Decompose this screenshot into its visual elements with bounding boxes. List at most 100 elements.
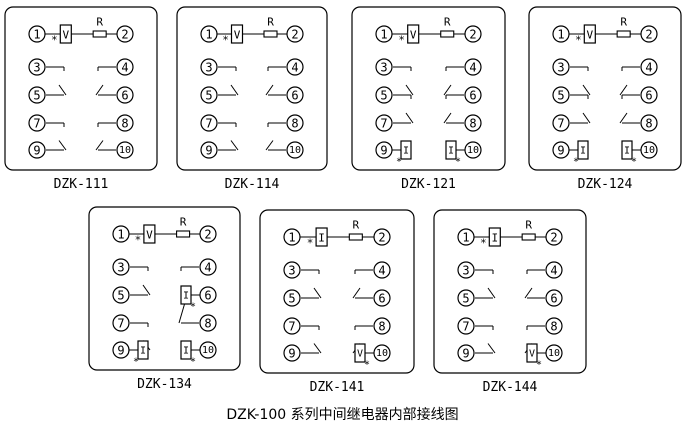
terminal-number: 10: [643, 145, 655, 156]
terminal-5: [457, 289, 475, 307]
polarity-mark: *: [51, 34, 58, 47]
terminal-number: 10: [202, 345, 214, 356]
contact-blade: [142, 284, 151, 296]
terminal-number: 10: [119, 145, 131, 156]
terminal-2: [199, 225, 217, 243]
model-label: DZK-124: [577, 177, 633, 192]
terminal-5: [28, 86, 46, 104]
terminal-number: 9: [33, 144, 40, 158]
terminal-number: 5: [117, 289, 124, 303]
terminal-number: 4: [469, 61, 476, 75]
resistor: [440, 30, 455, 38]
terminal-2: [116, 25, 134, 43]
contact-blade: [443, 84, 452, 96]
terminal-9: [375, 141, 393, 159]
diagram-frame: [433, 209, 587, 374]
terminal-number: 8: [645, 117, 652, 131]
terminal-number: 3: [33, 61, 40, 75]
terminal-8: [640, 114, 658, 132]
contact-blade: [230, 140, 239, 151]
diagram-dzk-141: [259, 209, 415, 374]
terminal-number: 10: [289, 145, 301, 156]
terminal-number: 9: [462, 347, 469, 361]
contact-blade: [487, 343, 496, 354]
resistor: [263, 30, 278, 38]
terminal-number: 9: [205, 144, 212, 158]
terminal-7: [283, 317, 301, 335]
contact-blade: [619, 112, 628, 124]
terminal-number: 9: [117, 344, 124, 358]
model-label: DZK-141: [309, 380, 365, 395]
terminal-7: [112, 314, 130, 332]
resistor-label: R: [353, 219, 360, 232]
resistor-label: R: [444, 16, 451, 29]
terminal-6: [464, 86, 482, 104]
terminal-6: [640, 86, 658, 104]
terminal-3: [283, 261, 301, 279]
terminal-number: 3: [462, 264, 469, 278]
terminal-3: [457, 261, 475, 279]
terminal-number: 7: [288, 320, 295, 334]
terminal-9: [457, 344, 475, 362]
resistor-label: R: [180, 216, 187, 229]
main-coil-symbol: V: [410, 29, 417, 42]
terminal-4: [640, 58, 658, 76]
terminal-4: [373, 261, 391, 279]
terminal-5: [112, 286, 130, 304]
model-label: DZK-121: [401, 177, 456, 192]
terminal-2: [373, 228, 391, 246]
terminal-number: 2: [378, 231, 385, 245]
main-coil-symbol: I: [491, 232, 498, 245]
terminal-number: 1: [288, 231, 295, 245]
model-label: DZK-114: [224, 177, 280, 192]
terminal-1: [457, 228, 475, 246]
model-label: DZK-134: [137, 377, 192, 392]
polarity-mark: *: [398, 34, 405, 47]
contact-blade: [230, 84, 239, 96]
terminal-number: 6: [378, 292, 385, 306]
terminal-number: 10: [548, 348, 560, 359]
holding-coil: [137, 340, 149, 360]
terminal-number: 2: [469, 28, 476, 42]
terminal-number: 9: [557, 144, 564, 158]
terminal-5: [375, 86, 393, 104]
holding-coil: [621, 140, 633, 160]
terminal-8: [464, 114, 482, 132]
terminal-10: [199, 341, 217, 359]
diagram-dzk-114: [176, 6, 328, 171]
terminal-number: 8: [378, 320, 385, 334]
diagram-dzk-134: [88, 206, 241, 371]
terminal-number: 4: [121, 61, 128, 75]
terminal-1: [375, 25, 393, 43]
terminal-number: 3: [557, 61, 564, 75]
holding-coil: [526, 343, 538, 363]
holding-coil-symbol: I: [403, 146, 409, 157]
terminal-number: 2: [645, 28, 652, 42]
terminal-4: [286, 58, 304, 76]
terminal-3: [552, 58, 570, 76]
terminal-5: [200, 86, 218, 104]
terminal-number: 7: [205, 117, 212, 131]
polarity-mark: *: [133, 357, 139, 368]
contact-blade: [443, 112, 452, 124]
resistor: [176, 230, 191, 238]
terminal-10: [116, 141, 134, 159]
terminal-6: [545, 289, 563, 307]
terminal-7: [200, 114, 218, 132]
terminal-number: 10: [467, 145, 479, 156]
diagram-frame: [176, 6, 328, 171]
terminal-number: 7: [380, 117, 387, 131]
terminal-number: 2: [550, 231, 557, 245]
main-coil-symbol: V: [586, 29, 593, 42]
terminal-8: [286, 114, 304, 132]
terminal-number: 4: [378, 264, 385, 278]
terminal-number: 7: [462, 320, 469, 334]
polarity-mark: *: [364, 360, 370, 371]
terminal-9: [200, 141, 218, 159]
terminal-number: 4: [204, 261, 211, 275]
polarity-mark: *: [190, 302, 196, 313]
terminal-2: [286, 25, 304, 43]
polarity-mark: *: [480, 237, 487, 250]
terminal-1: [28, 25, 46, 43]
model-label: DZK-144: [482, 380, 538, 395]
